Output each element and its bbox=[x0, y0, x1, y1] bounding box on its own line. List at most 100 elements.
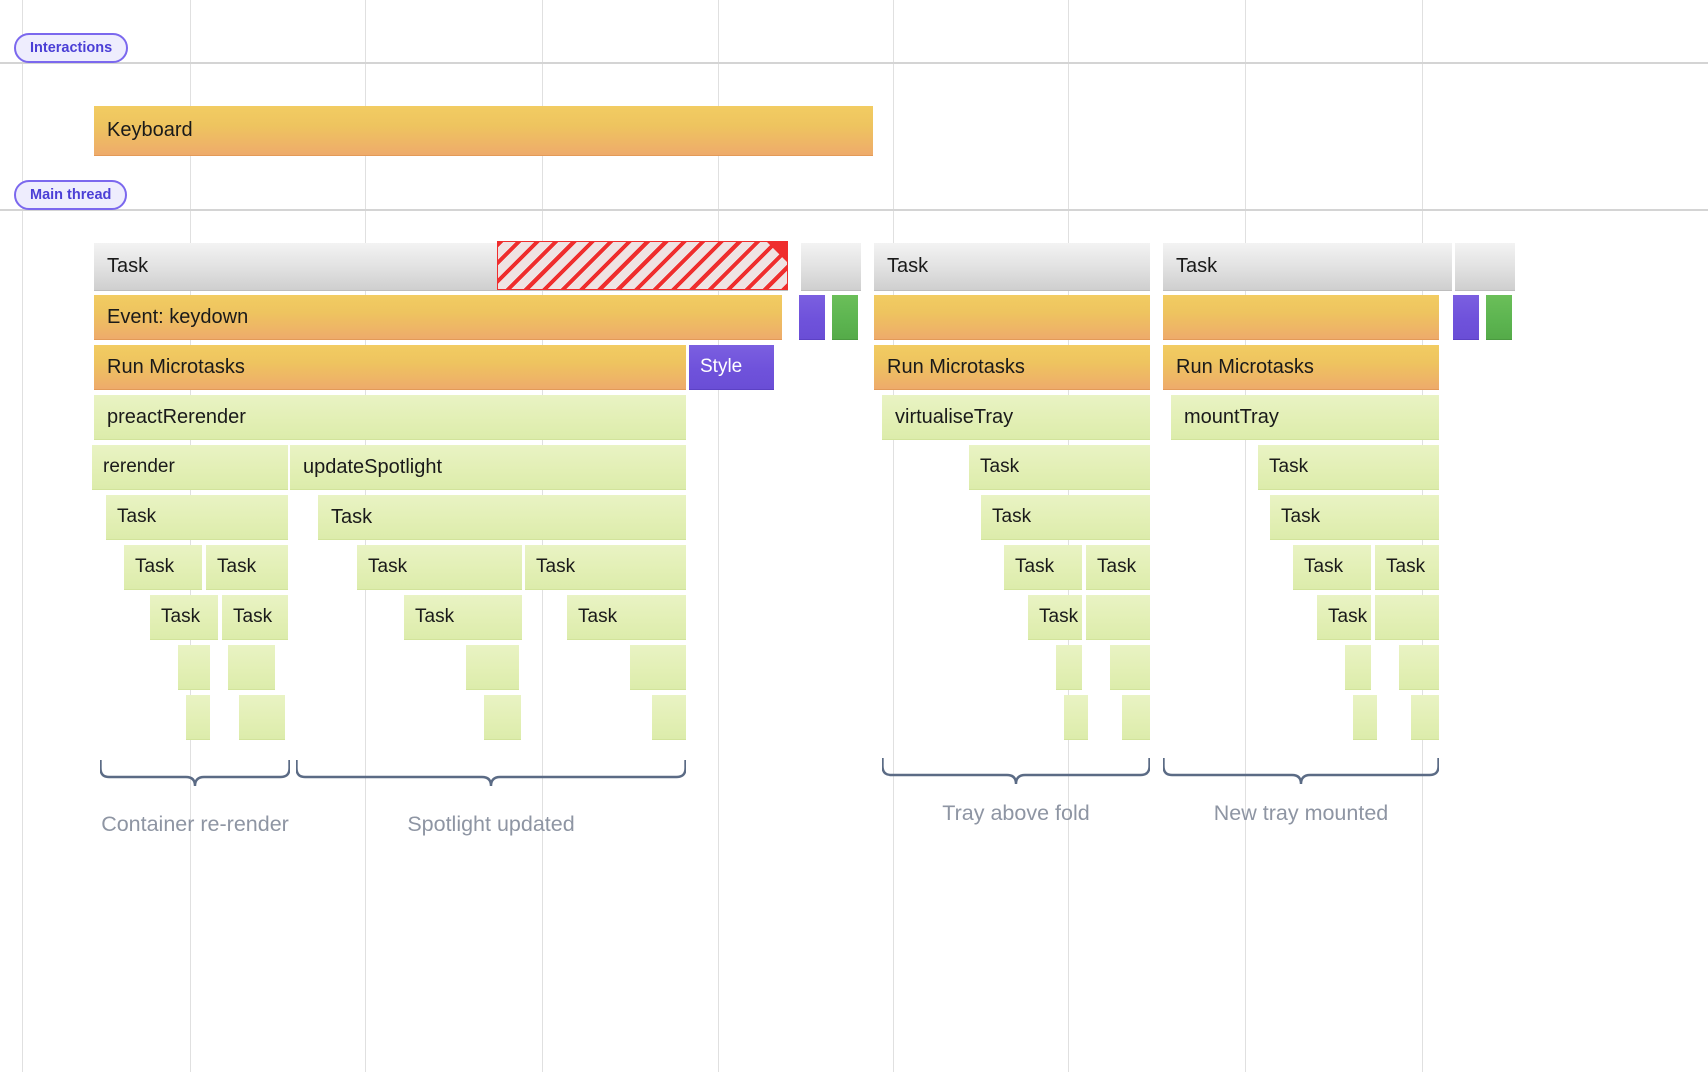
task-row-task[interactable]: Task bbox=[874, 243, 1150, 291]
fn-row-6-script-block[interactable] bbox=[228, 645, 275, 690]
fn-row-1-preactrerender[interactable]: preactRerender bbox=[94, 395, 686, 440]
fn-row-4-task[interactable]: Task bbox=[1293, 545, 1371, 590]
fn-row-2-updatespotlight[interactable]: updateSpotlight bbox=[290, 445, 686, 490]
microtask-row-run-microtasks[interactable]: Run Microtasks bbox=[874, 345, 1150, 390]
block-label: Task bbox=[887, 255, 929, 277]
block-label: Style bbox=[700, 356, 743, 377]
fn-row-5-task[interactable]: Task bbox=[1028, 595, 1082, 640]
fn-row-4-task[interactable]: Task bbox=[124, 545, 202, 590]
fn-row-1-virtualisetray[interactable]: virtualiseTray bbox=[882, 395, 1150, 440]
fn-row-4-task[interactable]: Task bbox=[1004, 545, 1082, 590]
block-label: Task bbox=[107, 255, 149, 277]
fn-row-3-task[interactable]: Task bbox=[981, 495, 1150, 540]
fn-row-7-script-block[interactable] bbox=[484, 695, 521, 740]
fn-row-7-script-block[interactable] bbox=[239, 695, 285, 740]
fn-row-6-script-block[interactable] bbox=[1399, 645, 1439, 690]
bracket-spotlight-updated bbox=[296, 760, 686, 786]
annotation-label-container-rerender: Container re-render bbox=[101, 812, 289, 836]
task-row-task-block[interactable] bbox=[1455, 243, 1515, 291]
fn-row-5-task[interactable]: Task bbox=[1317, 595, 1371, 640]
task-row-task[interactable]: Task bbox=[1163, 243, 1452, 291]
fn-row-4-task[interactable]: Task bbox=[1086, 545, 1150, 590]
event-row-paint-block[interactable] bbox=[1486, 295, 1512, 340]
annotation-label-new-tray-mounted: New tray mounted bbox=[1213, 801, 1389, 825]
gridline-5 bbox=[893, 0, 894, 1072]
bracket-container-rerender bbox=[100, 760, 290, 786]
interactions-track-separator bbox=[0, 62, 1708, 64]
annotation-label-tray-above-fold: Tray above fold bbox=[942, 801, 1090, 825]
gridline-7 bbox=[1245, 0, 1246, 1072]
block-label: Task bbox=[1386, 556, 1426, 577]
event-row-style-block[interactable] bbox=[1453, 295, 1479, 340]
fn-row-1-mounttray[interactable]: mountTray bbox=[1171, 395, 1439, 440]
long-task-corner-marker bbox=[766, 241, 788, 263]
task-row-task-block[interactable] bbox=[801, 243, 861, 291]
fn-row-5-script-block[interactable] bbox=[1086, 595, 1150, 640]
main-thread-track-separator bbox=[0, 209, 1708, 211]
microtask-row-style[interactable]: Style bbox=[689, 345, 774, 390]
block-label: Task bbox=[992, 506, 1032, 527]
fn-row-2-rerender[interactable]: rerender bbox=[92, 445, 288, 490]
fn-row-5-task[interactable]: Task bbox=[222, 595, 288, 640]
fn-row-4-task[interactable]: Task bbox=[525, 545, 686, 590]
block-label: Task bbox=[1039, 606, 1079, 627]
block-label: Task bbox=[1015, 556, 1055, 577]
fn-row-7-script-block[interactable] bbox=[1353, 695, 1377, 740]
fn-row-6-script-block[interactable] bbox=[178, 645, 210, 690]
block-label: preactRerender bbox=[107, 405, 246, 428]
gridline-4 bbox=[718, 0, 719, 1072]
block-label: Task bbox=[161, 606, 201, 627]
fn-row-6-script-block[interactable] bbox=[630, 645, 686, 690]
block-label: rerender bbox=[103, 456, 175, 477]
fn-row-3-task[interactable]: Task bbox=[318, 495, 686, 540]
block-label: Task bbox=[135, 556, 175, 577]
fn-row-6-script-block[interactable] bbox=[1345, 645, 1371, 690]
fn-row-5-task[interactable]: Task bbox=[404, 595, 522, 640]
block-label: virtualiseTray bbox=[895, 405, 1014, 428]
fn-row-4-task[interactable]: Task bbox=[357, 545, 522, 590]
block-label: Event: keydown bbox=[107, 305, 249, 328]
block-label: Task bbox=[1176, 255, 1218, 277]
block-label: Task bbox=[233, 606, 273, 627]
track-pill-main-thread[interactable]: Main thread bbox=[14, 180, 128, 210]
block-label: Keyboard bbox=[107, 119, 193, 141]
fn-row-6-script-block[interactable] bbox=[1056, 645, 1082, 690]
fn-row-6-script-block[interactable] bbox=[466, 645, 519, 690]
event-row-paint-block[interactable] bbox=[832, 295, 858, 340]
fn-row-3-task[interactable]: Task bbox=[1270, 495, 1439, 540]
event-row-style-block[interactable] bbox=[799, 295, 825, 340]
bracket-new-tray-mounted bbox=[1163, 758, 1439, 784]
fn-row-6-script-block[interactable] bbox=[1110, 645, 1150, 690]
block-label: Task bbox=[536, 556, 576, 577]
fn-row-3-task[interactable]: Task bbox=[969, 445, 1150, 490]
block-label: Task bbox=[368, 556, 408, 577]
block-label: Run Microtasks bbox=[1176, 355, 1314, 378]
track-pill-interactions[interactable]: Interactions bbox=[14, 33, 129, 63]
fn-row-7-script-block[interactable] bbox=[1411, 695, 1439, 740]
fn-row-7-script-block[interactable] bbox=[1122, 695, 1150, 740]
microtask-row-run-microtasks[interactable]: Run Microtasks bbox=[1163, 345, 1439, 390]
fn-row-4-task[interactable]: Task bbox=[1375, 545, 1439, 590]
fn-row-5-task[interactable]: Task bbox=[150, 595, 218, 640]
event-row-orange-block[interactable] bbox=[1163, 295, 1439, 340]
fn-row-5-script-block[interactable] bbox=[1375, 595, 1439, 640]
block-label: Task bbox=[415, 606, 455, 627]
fn-row-3-task[interactable]: Task bbox=[106, 495, 288, 540]
fn-row-7-script-block[interactable] bbox=[186, 695, 210, 740]
block-label: Task bbox=[217, 556, 257, 577]
fn-row-4-task[interactable]: Task bbox=[206, 545, 288, 590]
block-label: Task bbox=[578, 606, 618, 627]
annotation-label-spotlight-updated: Spotlight updated bbox=[407, 812, 575, 836]
event-row-orange-block[interactable] bbox=[874, 295, 1150, 340]
event-row-event-keydown[interactable]: Event: keydown bbox=[94, 295, 782, 340]
block-label: Task bbox=[1281, 506, 1321, 527]
fn-row-3-task[interactable]: Task bbox=[1258, 445, 1439, 490]
interaction-keyboard[interactable]: Keyboard bbox=[94, 106, 873, 156]
gridline-0 bbox=[22, 0, 23, 1072]
fn-row-7-script-block[interactable] bbox=[1064, 695, 1088, 740]
long-task-hatch[interactable] bbox=[497, 241, 788, 290]
fn-row-5-task[interactable]: Task bbox=[567, 595, 686, 640]
microtask-row-run-microtasks[interactable]: Run Microtasks bbox=[94, 345, 686, 390]
fn-row-7-script-block[interactable] bbox=[652, 695, 686, 740]
